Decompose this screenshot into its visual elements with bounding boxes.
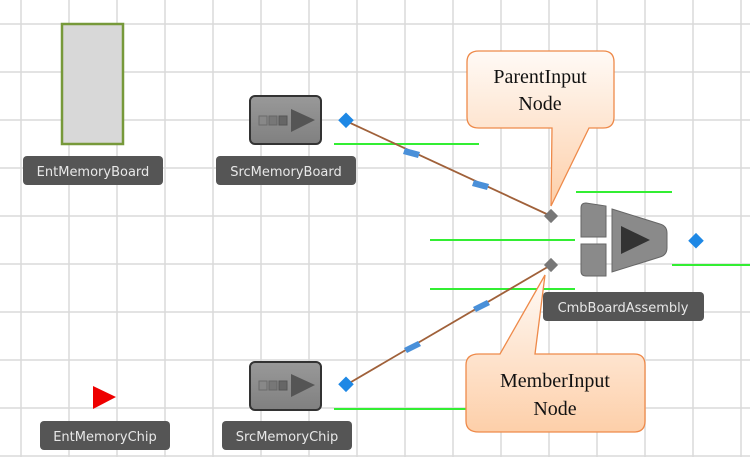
connector-board[interactable] <box>345 120 552 217</box>
src-memory-board-text: SrcMemoryBoard <box>230 165 342 180</box>
source-board-output-node[interactable] <box>338 112 354 129</box>
ent-memory-chip-text: EntMemoryChip <box>53 430 157 445</box>
callout-member-input-line2: Node <box>533 398 576 420</box>
src-memory-chip-text: SrcMemoryChip <box>236 430 339 445</box>
entity-chip-arrow-icon[interactable] <box>93 386 116 409</box>
callout-parent-input-line1: ParentInput <box>493 66 587 88</box>
callout-parent-input-line2: Node <box>518 93 561 115</box>
src-memory-chip-label[interactable]: SrcMemoryChip <box>222 421 352 450</box>
callout-member-input-line1: MemberInput <box>500 370 610 392</box>
source-board-icon[interactable] <box>249 95 322 145</box>
src-memory-board-label[interactable]: SrcMemoryBoard <box>216 156 356 185</box>
connector-chip[interactable] <box>345 264 552 386</box>
parent-input-node[interactable] <box>543 208 559 224</box>
cmb-board-assembly-text: CmbBoardAssembly <box>558 301 689 316</box>
callout-member-input: MemberInput Node <box>465 274 646 433</box>
combine-assembly-icon[interactable] <box>580 202 668 277</box>
cmb-board-assembly-label[interactable]: CmbBoardAssembly <box>543 292 704 321</box>
ent-memory-chip-label[interactable]: EntMemoryChip <box>40 421 170 450</box>
assembly-output-node[interactable] <box>688 232 704 249</box>
ent-memory-board-text: EntMemoryBoard <box>37 165 150 180</box>
green-guide-lines <box>334 143 750 410</box>
entity-board-shape[interactable] <box>60 22 125 146</box>
callout-parent-input: ParentInput Node <box>466 50 615 207</box>
member-input-node[interactable] <box>543 257 559 273</box>
source-chip-icon[interactable] <box>249 361 322 411</box>
source-chip-output-node[interactable] <box>338 376 354 393</box>
ent-memory-board-label[interactable]: EntMemoryBoard <box>23 156 163 185</box>
